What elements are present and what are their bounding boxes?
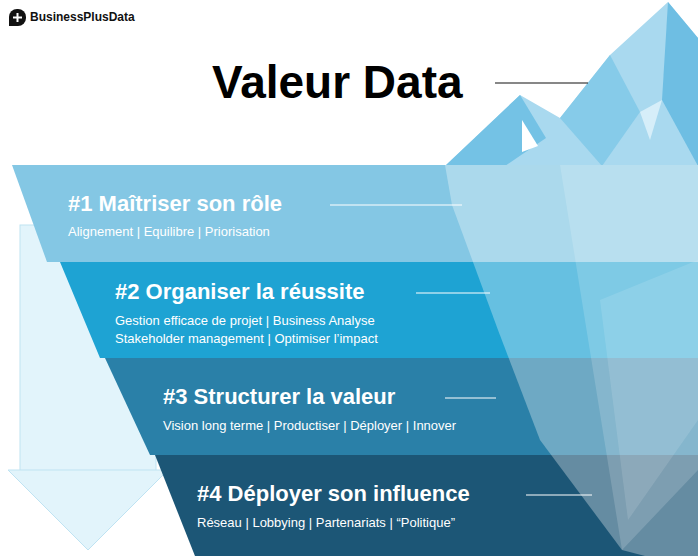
diagram-title: Valeur Data: [212, 55, 463, 109]
band-keywords: Alignement | Equilibre | Priorisation: [68, 223, 488, 241]
logo-icon: [9, 9, 26, 26]
band-heading: #3 Structurer la valeur: [163, 384, 395, 410]
band-keywords: Vision long terme | Productiser | Déploy…: [163, 417, 583, 435]
iceberg-top: [445, 2, 698, 166]
level-band: #1 Maîtriser son rôleAlignement | Equili…: [12, 165, 698, 262]
band-heading: #2 Organiser la réussite: [115, 279, 364, 305]
title-rule: [495, 82, 588, 83]
iceberg-underwater: [445, 165, 698, 556]
iceberg-facet: [560, 165, 698, 550]
iceberg-highlight: [640, 100, 662, 140]
leader-line: [445, 398, 496, 399]
iceberg-highlight: [522, 120, 538, 152]
band-shape: [12, 165, 698, 262]
band-keywords: Gestion efficace de projet | Business An…: [115, 312, 415, 348]
logo-badge: [9, 9, 26, 26]
band-keywords: Réseau | Lobbying | Partenariats | “Poli…: [197, 514, 617, 532]
iceberg-facet: [662, 2, 698, 166]
leader-lines: [330, 205, 592, 495]
band-shape: [60, 262, 698, 358]
iceberg-facet: [445, 95, 546, 166]
band-heading: #4 Déployer son influence: [197, 481, 470, 507]
iceberg-body: [445, 165, 698, 556]
leader-line: [526, 495, 592, 496]
logo-plus: [17, 13, 19, 22]
band-heading: #1 Maîtriser son rôle: [68, 191, 282, 217]
level-band: #3 Structurer la valeurVision long terme…: [105, 358, 698, 455]
level-band: #2 Organiser la réussiteGestion efficace…: [60, 262, 698, 358]
iceberg-peak: [445, 2, 698, 166]
brand-logo-text: BusinessPlusData: [30, 9, 135, 25]
leader-line: [416, 293, 490, 294]
logo-plus: [13, 17, 22, 19]
logo-corner: [9, 17, 17, 26]
arrow-head: [8, 470, 168, 550]
leader-line: [330, 205, 462, 206]
iceberg-facet: [560, 55, 640, 166]
band-shape: [105, 358, 698, 455]
band-shape: [155, 455, 698, 556]
level-band: #4 Déployer son influenceRéseau | Lobbyi…: [155, 455, 698, 556]
iceberg-facet: [600, 260, 698, 520]
